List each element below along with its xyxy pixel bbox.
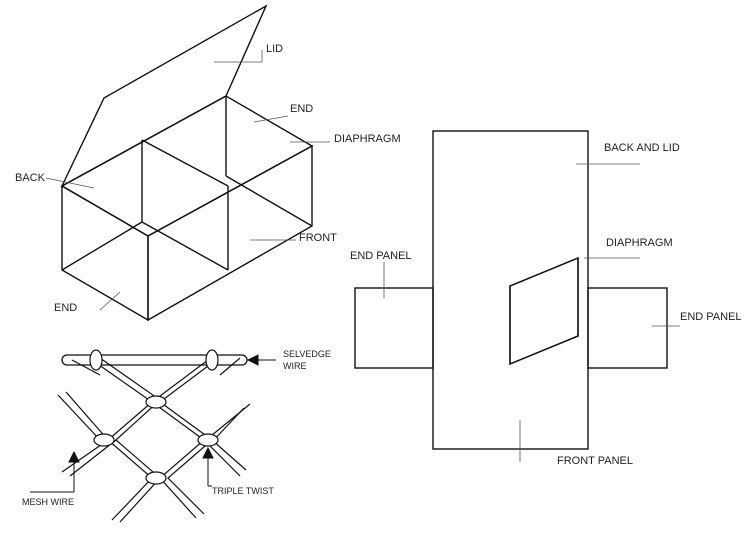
label-back-and-lid: BACK AND LID	[604, 142, 680, 154]
end-panel-left	[354, 287, 434, 369]
label-front-panel: FRONT PANEL	[557, 455, 633, 467]
box-lid-panel	[60, 4, 268, 188]
label-end-top: END	[290, 103, 313, 115]
label-end-panel-left: END PANEL	[350, 250, 412, 262]
diaphragm-panel	[509, 256, 579, 366]
label-lid: LID	[266, 43, 283, 55]
label-end-panel-right: END PANEL	[680, 311, 742, 323]
box-front-panel	[147, 144, 313, 322]
label-diaphragm-unfolded: DIAPHRAGM	[606, 237, 673, 249]
label-selvedge-line1: SELVEDGE	[283, 349, 331, 359]
triple-twist-markers	[89, 349, 219, 485]
label-diaphragm-box: DIAPHRAGM	[334, 133, 401, 145]
box-end-panel-left	[61, 184, 149, 322]
mesh-detail: SELVEDGE WIRE MESH WIRE TRIPLE TWIST	[22, 349, 331, 523]
label-mesh-wire: MESH WIRE	[22, 497, 74, 507]
end-panel-right	[587, 287, 668, 369]
label-triple-twist: TRIPLE TWIST	[212, 486, 274, 496]
label-selvedge-line2: WIRE	[283, 361, 307, 371]
gabion-box-3d: LID END DIAPHRAGM BACK FRONT END	[15, 4, 401, 322]
label-end-bottom: END	[54, 302, 77, 314]
label-back: BACK	[15, 172, 46, 184]
label-front: FRONT	[299, 232, 337, 244]
unfolded-layout: BACK AND LID DIAPHRAGM END PANEL END PAN…	[350, 130, 742, 467]
